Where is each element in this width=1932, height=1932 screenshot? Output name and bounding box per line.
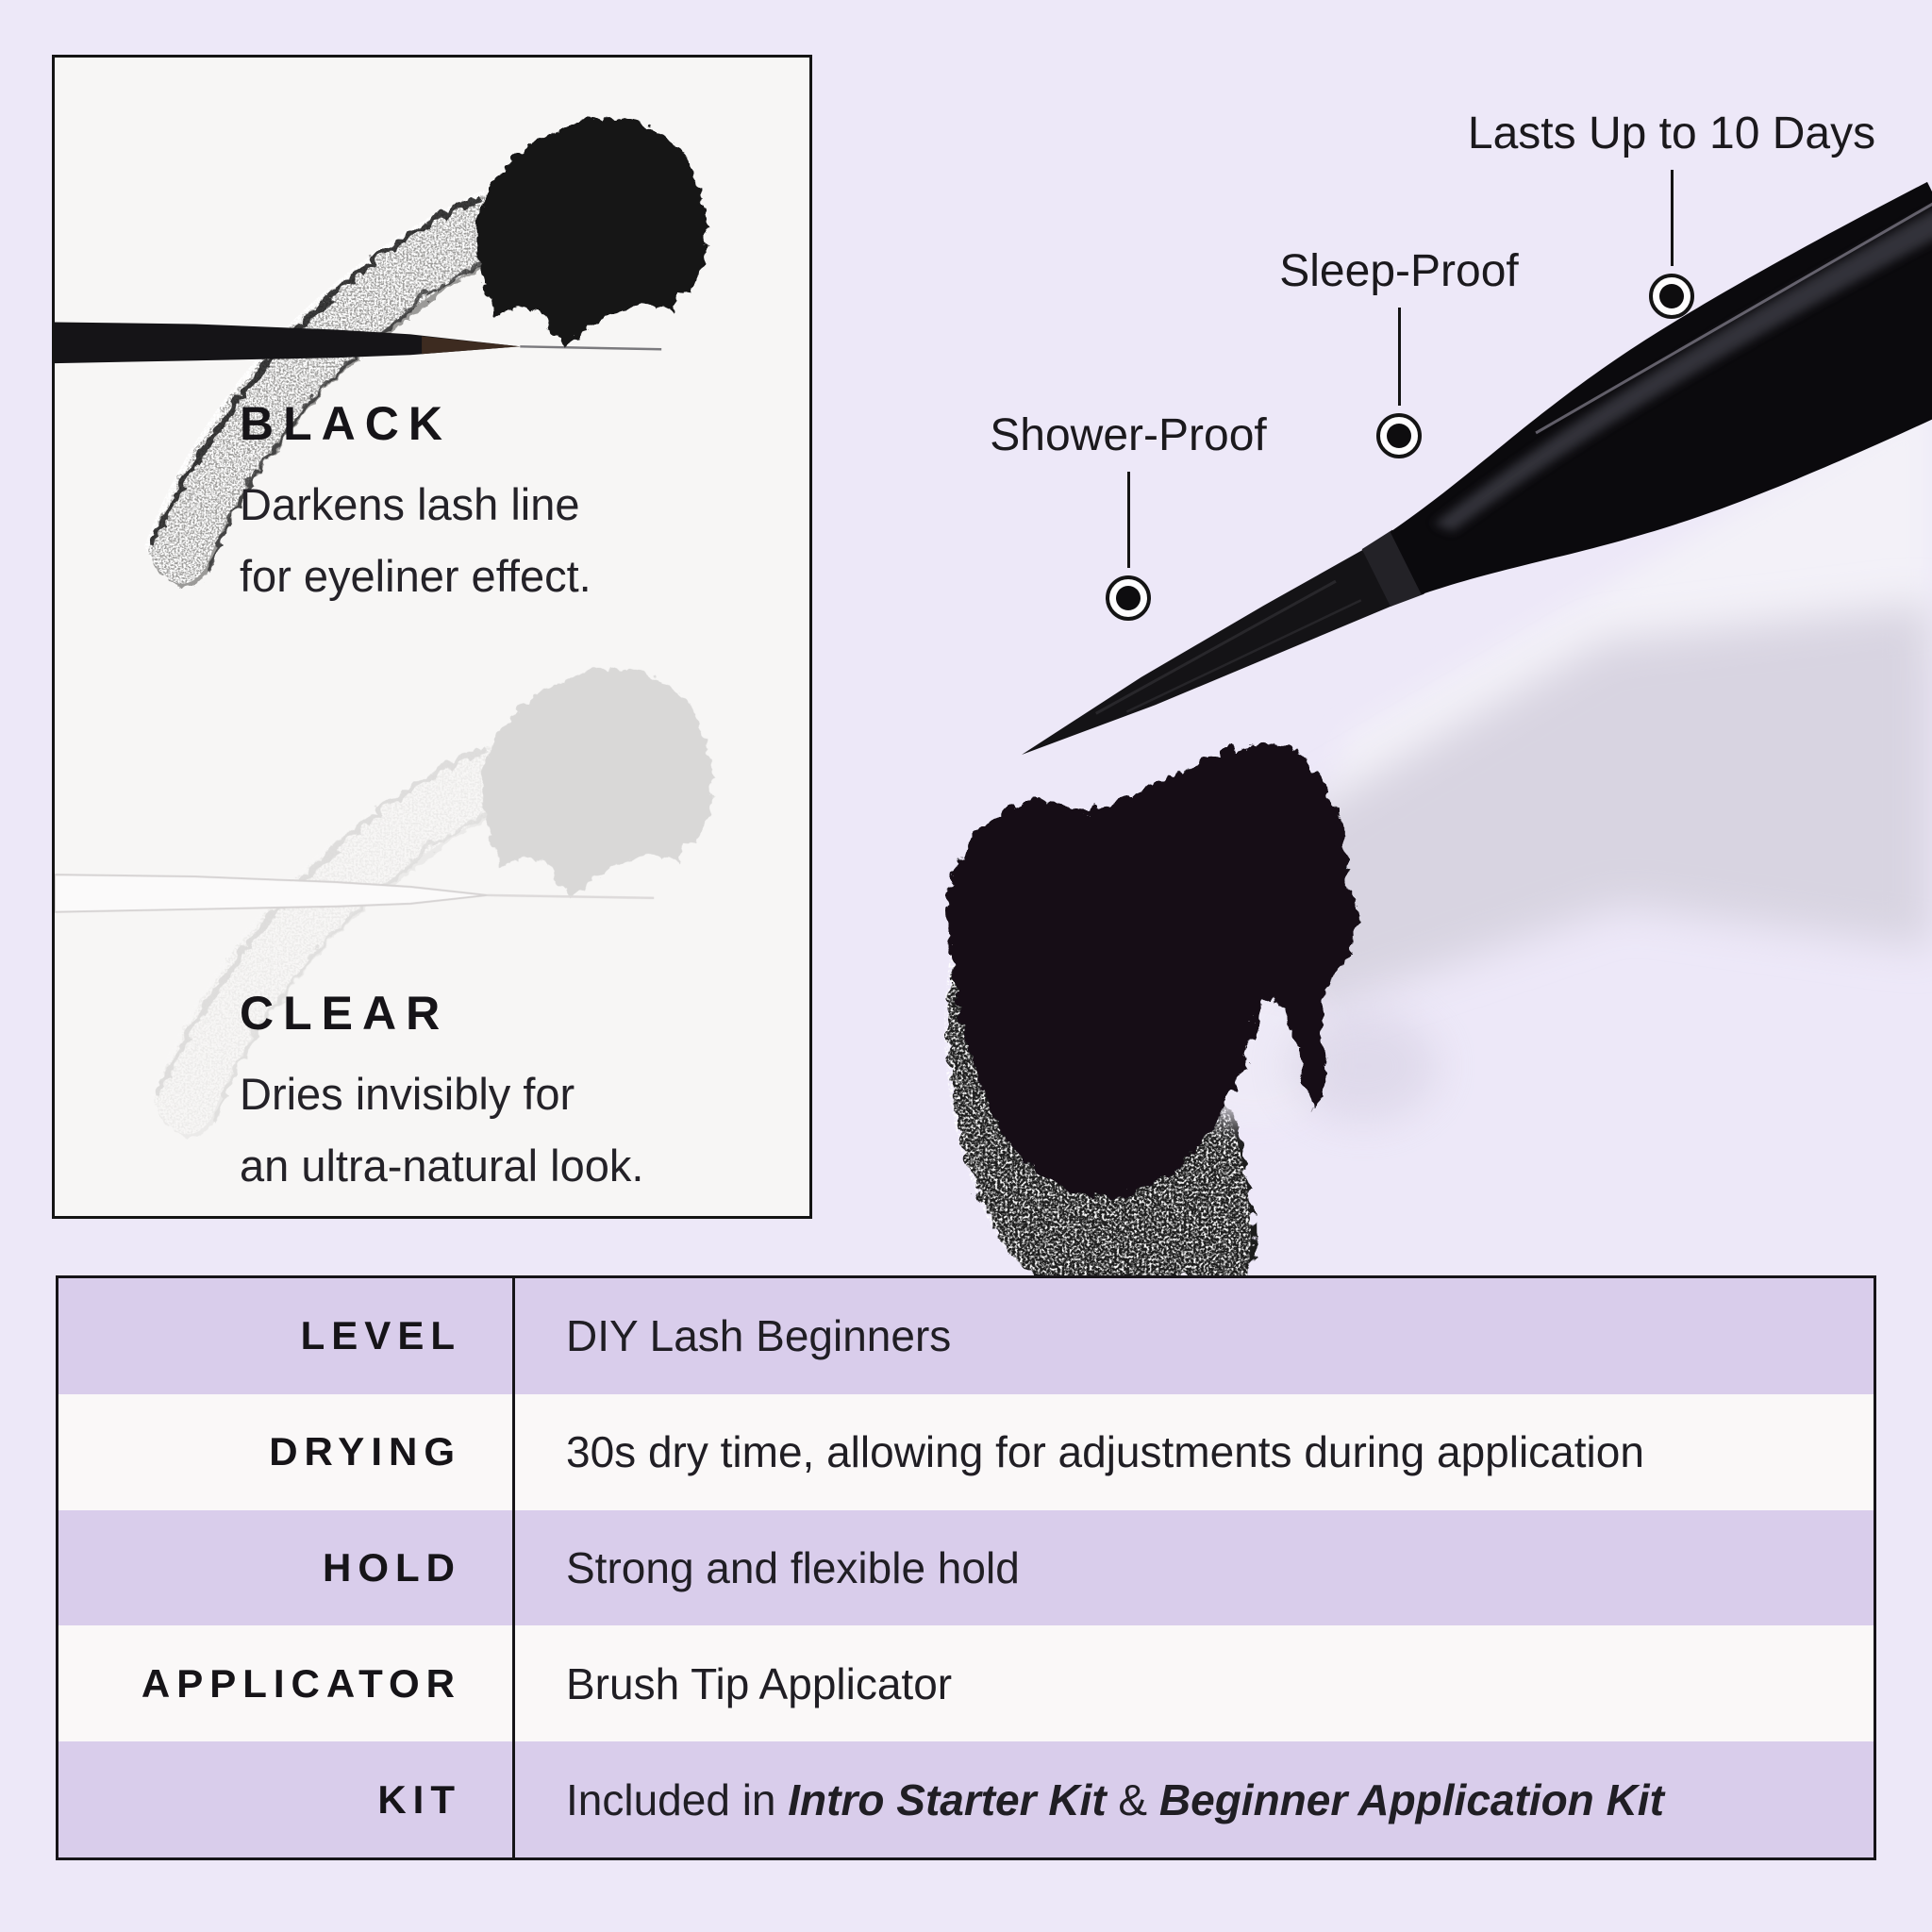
row-value: Strong and flexible hold [566,1542,1020,1592]
callout-marker-icon [1649,274,1694,319]
row-label: DRYING [58,1393,515,1510]
pen-body [1390,181,1932,595]
clear-swatch-desc-line1: Dries invisibly for [240,1068,575,1119]
table-row-level: LEVEL DIY Lash Beginners [58,1278,1874,1394]
clear-swatch-title: CLEAR [240,987,450,1040]
pen-shadow [1198,604,1932,1014]
callout-shower-proof: Shower-Proof [836,409,1421,621]
row-label: KIT [58,1741,515,1857]
clear-swatch-text: CLEAR Dries invisibly for an ultra-natur… [240,987,643,1202]
black-swatch-desc-line2: for eyeliner effect. [240,550,591,601]
table-row-drying: DRYING 30s dry time, allowing for adjust… [58,1393,1874,1510]
kit-name-2: Beginner Application Kit [1158,1774,1664,1824]
swatch-card: BLACK Darkens lash line for eyeliner eff… [52,55,812,1219]
row-label: LEVEL [58,1278,515,1394]
black-swatch-text: BLACK Darkens lash line for eyeliner eff… [240,397,591,612]
callout-lasts-leader-line [1670,170,1674,266]
callout-lasts-up-to-10-days: Lasts Up to 10 Days [1379,108,1932,319]
swatch-card-art [55,58,809,1216]
callout-sleep-label: Sleep-Proof [1279,246,1519,296]
row-label: APPLICATOR [58,1625,515,1742]
callout-shower-leader-line [1126,472,1130,568]
black-swatch-title: BLACK [240,397,452,450]
callout-shower-label: Shower-Proof [990,410,1267,460]
clear-swatch-pen [55,874,655,913]
black-swatch-pen [55,322,662,364]
callout-dot-icon [1387,424,1411,448]
glue-smear-fade-2 [1288,1009,1439,1123]
pen-collar [1361,529,1424,608]
callout-sleep-leader-line [1397,308,1401,406]
clear-swatch-desc-line2: an ultra-natural look. [240,1140,644,1191]
pen-gloss-highlight [1433,206,1932,532]
table-row-kit: KIT Included in Intro Starter Kit & Begi… [58,1741,1874,1857]
row-value: 30s dry time, allowing for adjustments d… [566,1427,1644,1477]
black-swatch-desc-line1: Darkens lash line [240,478,580,529]
callout-dot-icon [1659,284,1684,308]
callout-sleep-proof: Sleep-Proof [1107,245,1691,458]
kit-value-joiner: & [1106,1774,1159,1824]
kit-name-1: Intro Starter Kit [788,1774,1107,1824]
callout-marker-icon [1376,413,1422,458]
applicator-pen [1022,181,1932,755]
row-value: Included in Intro Starter Kit & Beginner… [515,1741,1874,1857]
callout-dot-icon [1116,586,1141,610]
table-row-applicator: APPLICATOR Brush Tip Applicator [58,1625,1874,1742]
spec-table: LEVEL DIY Lash Beginners DRYING 30s dry … [56,1275,1876,1860]
callout-lasts-label: Lasts Up to 10 Days [1467,108,1876,158]
row-label: HOLD [58,1509,515,1626]
row-value: Brush Tip Applicator [566,1658,953,1708]
table-row-hold: HOLD Strong and flexible hold [58,1509,1874,1626]
row-value: DIY Lash Beginners [566,1311,952,1361]
kit-value-prefix: Included in [566,1774,789,1824]
glue-smear [943,738,1355,1194]
callout-marker-icon [1106,575,1151,621]
